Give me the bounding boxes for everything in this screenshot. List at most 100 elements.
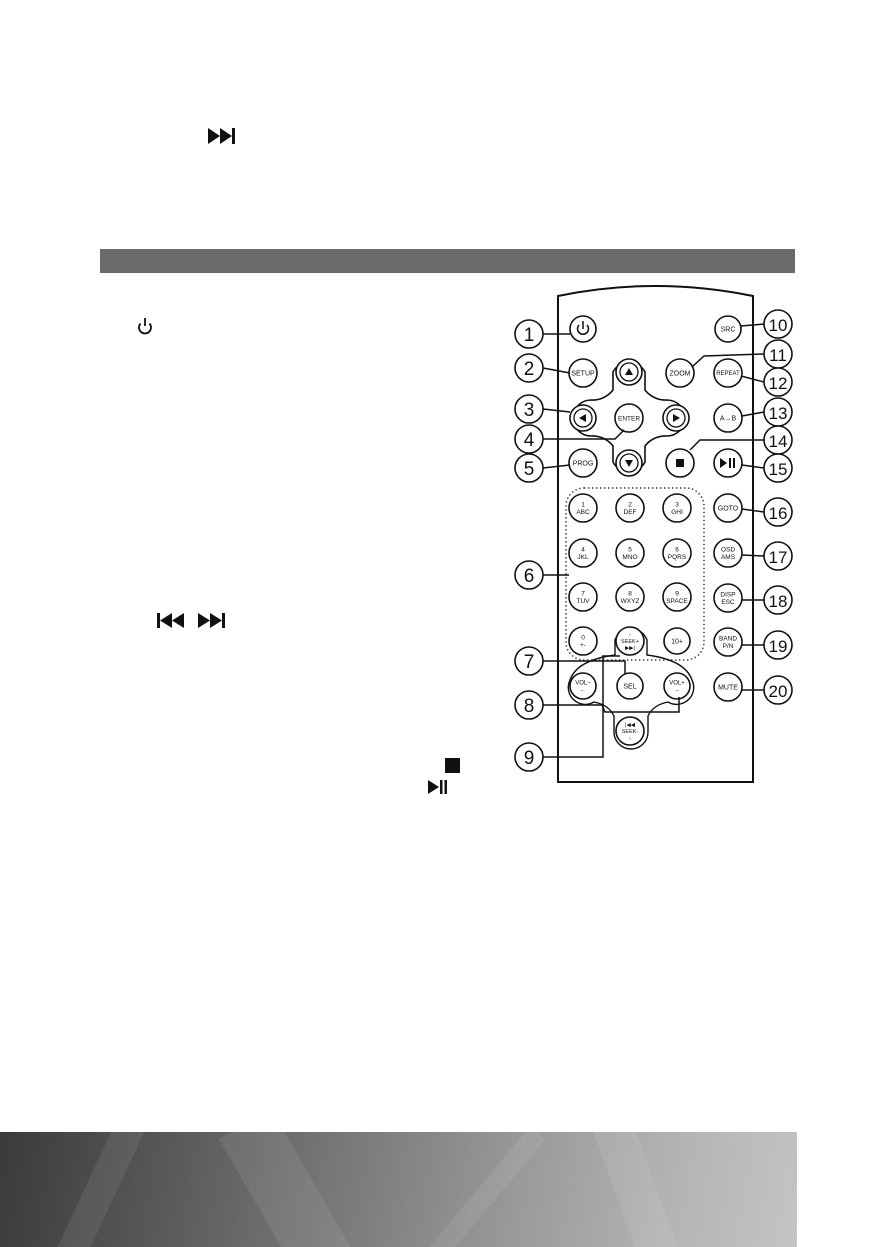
- callout-2: 2: [514, 353, 571, 383]
- prog-button[interactable]: PROG: [568, 448, 598, 478]
- callout-6: 6: [514, 560, 569, 590]
- ten-plus-button[interactable]: 10+: [663, 627, 691, 655]
- seek-plus-button-label: ↑: [629, 632, 632, 638]
- band-pn-button-label: BAND: [719, 636, 737, 643]
- callout-20: 20: [742, 675, 793, 705]
- callout-15: 15: [741, 453, 793, 483]
- sel-button[interactable]: SEL: [616, 672, 644, 700]
- vol-minus-button-label: VOL−: [575, 681, 591, 687]
- numpad-key-3-label: 3: [675, 502, 679, 509]
- sel-button-label: SEL: [623, 683, 636, 690]
- seek-minus-button-label: |◀◀: [625, 722, 636, 728]
- src-button[interactable]: SRC: [714, 315, 742, 343]
- seek-plus-button-label: ▶▶|: [625, 645, 635, 651]
- vol-plus-button-label: →: [674, 688, 680, 694]
- callout-number: 15: [769, 460, 788, 479]
- down-button[interactable]: [615, 449, 643, 477]
- power-button[interactable]: [569, 315, 597, 343]
- numpad-key-4-label: JKL: [577, 554, 589, 561]
- callout-3: 3: [514, 394, 571, 424]
- callout-number: 17: [769, 548, 788, 567]
- callout-9: 9: [514, 655, 620, 772]
- zoom-button[interactable]: ZOOM: [665, 358, 695, 388]
- vol-plus-button-label: VOL+: [669, 681, 685, 687]
- numpad-key-5-label: MNO: [622, 554, 637, 561]
- zoom-button-label: ZOOM: [670, 370, 691, 377]
- callout-17: 17: [741, 541, 793, 571]
- seek-plus-button[interactable]: ↑SEEK+▶▶|: [615, 626, 645, 656]
- up-button[interactable]: [615, 358, 643, 386]
- callout-12: 12: [740, 367, 793, 397]
- stop-icon: [676, 459, 684, 467]
- callout-number: 12: [769, 374, 788, 393]
- mute-button[interactable]: MUTE: [713, 672, 743, 702]
- callout-number: 9: [524, 748, 535, 769]
- callout-number: 2: [524, 359, 535, 380]
- vol-minus-button[interactable]: VOL−←: [569, 672, 597, 700]
- numpad-key-0-label: 0: [581, 635, 585, 642]
- callout-number: 8: [524, 696, 535, 717]
- numpad-key-7-label: 7: [581, 591, 585, 598]
- callout-number: 1: [524, 325, 535, 346]
- power-icon: [576, 321, 590, 336]
- left-button[interactable]: [569, 404, 597, 432]
- right-button[interactable]: [662, 404, 690, 432]
- stop-button[interactable]: [665, 448, 695, 478]
- setup-button[interactable]: SETUP: [568, 358, 598, 388]
- callout-number: 6: [524, 566, 535, 587]
- mute-button-label: MUTE: [718, 684, 738, 691]
- numpad-key-1-label: ABC: [576, 509, 590, 516]
- up-arrow-icon: [625, 368, 633, 375]
- numpad-key-1-label: 1: [581, 502, 585, 509]
- osd-ams-button-label: AMS: [721, 554, 736, 561]
- next-track-icon: [208, 128, 235, 144]
- a-b-button[interactable]: A→B: [713, 403, 743, 433]
- callout-5: 5: [514, 453, 571, 483]
- numpad-key-5-label: 5: [628, 547, 632, 554]
- vol-plus-button[interactable]: VOL+→: [663, 672, 691, 700]
- callout-number: 7: [524, 652, 535, 673]
- goto-button[interactable]: GOTO: [713, 493, 743, 523]
- numpad-key-8-label: WXYZ: [621, 598, 640, 605]
- numpad-key-0[interactable]: 0+-: [568, 626, 598, 656]
- seek-minus-button[interactable]: |◀◀SEEK-↓: [615, 716, 645, 746]
- power-icon: [138, 318, 152, 335]
- stop-icon: [445, 758, 460, 773]
- callout-16: 16: [741, 497, 793, 527]
- remote-body: [557, 285, 754, 783]
- play-pause-button[interactable]: [713, 448, 743, 478]
- callout-14: 14: [689, 425, 793, 455]
- callout-18: 18: [742, 585, 793, 615]
- callout-number: 4: [524, 430, 535, 451]
- next-track-icon: [198, 613, 225, 628]
- callout-7: 7: [514, 646, 626, 676]
- seek-minus-button-label: SEEK-: [622, 729, 639, 735]
- numpad-key-0-label: +-: [580, 642, 586, 649]
- left-arrow-icon: [579, 414, 586, 422]
- play-pause-icon: [720, 458, 735, 468]
- repeat-button[interactable]: REPEAT: [713, 358, 743, 388]
- right-arrow-icon: [673, 414, 680, 422]
- osd-ams-button-label: OSD: [721, 547, 735, 554]
- numpad-key-6-label: 6: [675, 547, 679, 554]
- callout-number: 13: [769, 404, 788, 423]
- callout-4: 4: [514, 424, 625, 454]
- band-pn-button-label: P/N: [723, 643, 734, 650]
- callout-number: 10: [769, 316, 788, 335]
- callout-number: 16: [769, 504, 788, 523]
- seek-plus-button-label: SEEK+: [621, 639, 639, 645]
- enter-button[interactable]: ENTER: [614, 403, 644, 433]
- setup-button-label: SETUP: [571, 370, 595, 377]
